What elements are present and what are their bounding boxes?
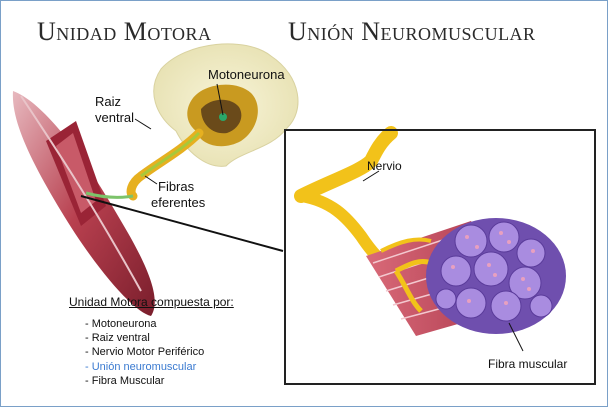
legend-item: - Nervio Motor Periférico <box>85 345 204 359</box>
legend-item: - Raiz ventral <box>85 331 204 345</box>
legend-title: Unidad Motora compuesta por: <box>69 295 234 309</box>
label-nervio: Nervio <box>367 159 402 173</box>
label-fibra-muscular: Fibra muscular <box>488 357 567 371</box>
label-eferentes: eferentes <box>151 195 205 210</box>
legend-item: - Fibra Muscular <box>85 374 204 388</box>
legend-item-highlighted: - Unión neuromuscular <box>85 360 204 374</box>
label-ventral: ventral <box>95 110 134 125</box>
zoom-inset-frame <box>284 129 596 385</box>
legend-item: - Motoneurona <box>85 317 204 331</box>
label-motoneurona: Motoneurona <box>208 67 285 82</box>
label-raiz: Raiz <box>95 94 121 109</box>
label-fibras: Fibras <box>158 179 194 194</box>
legend-list: - Motoneurona - Raiz ventral - Nervio Mo… <box>85 317 204 388</box>
